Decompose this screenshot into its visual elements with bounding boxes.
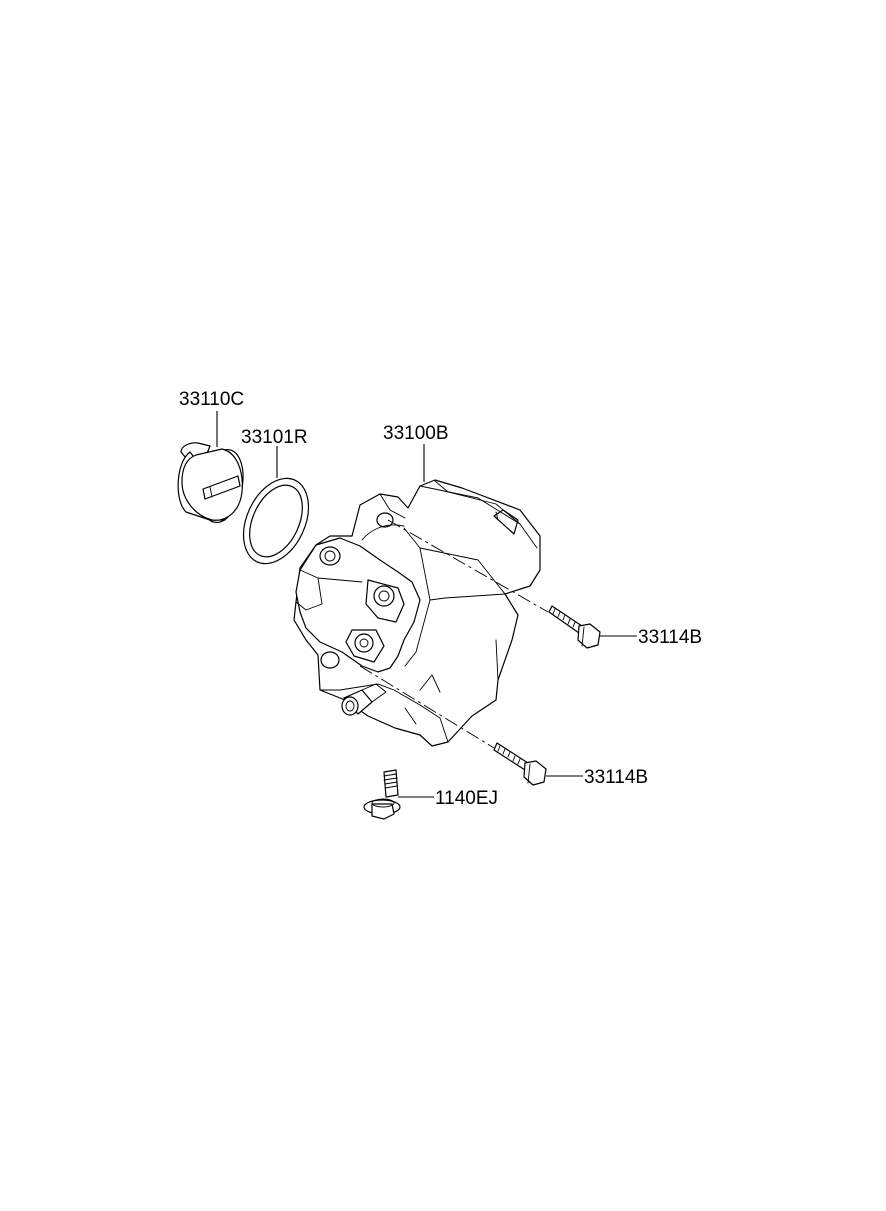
- label-bolt-upper[interactable]: 33114B: [638, 627, 702, 648]
- leader-lines: [216, 411, 637, 798]
- label-pump[interactable]: 33100B: [383, 423, 449, 444]
- pump-part[interactable]: [293, 479, 549, 749]
- bolt-lower-part[interactable]: [493, 742, 547, 786]
- label-cap[interactable]: 33110C: [179, 389, 244, 410]
- label-oring[interactable]: 33101R: [241, 427, 308, 448]
- bolt-upper-part[interactable]: [548, 605, 601, 649]
- oring-part[interactable]: [231, 468, 322, 574]
- label-flange-bolt[interactable]: 1140EJ: [435, 788, 498, 809]
- label-bolt-lower[interactable]: 33114B: [584, 767, 648, 788]
- cap-part[interactable]: [177, 442, 249, 527]
- flange-bolt-part[interactable]: [363, 769, 401, 820]
